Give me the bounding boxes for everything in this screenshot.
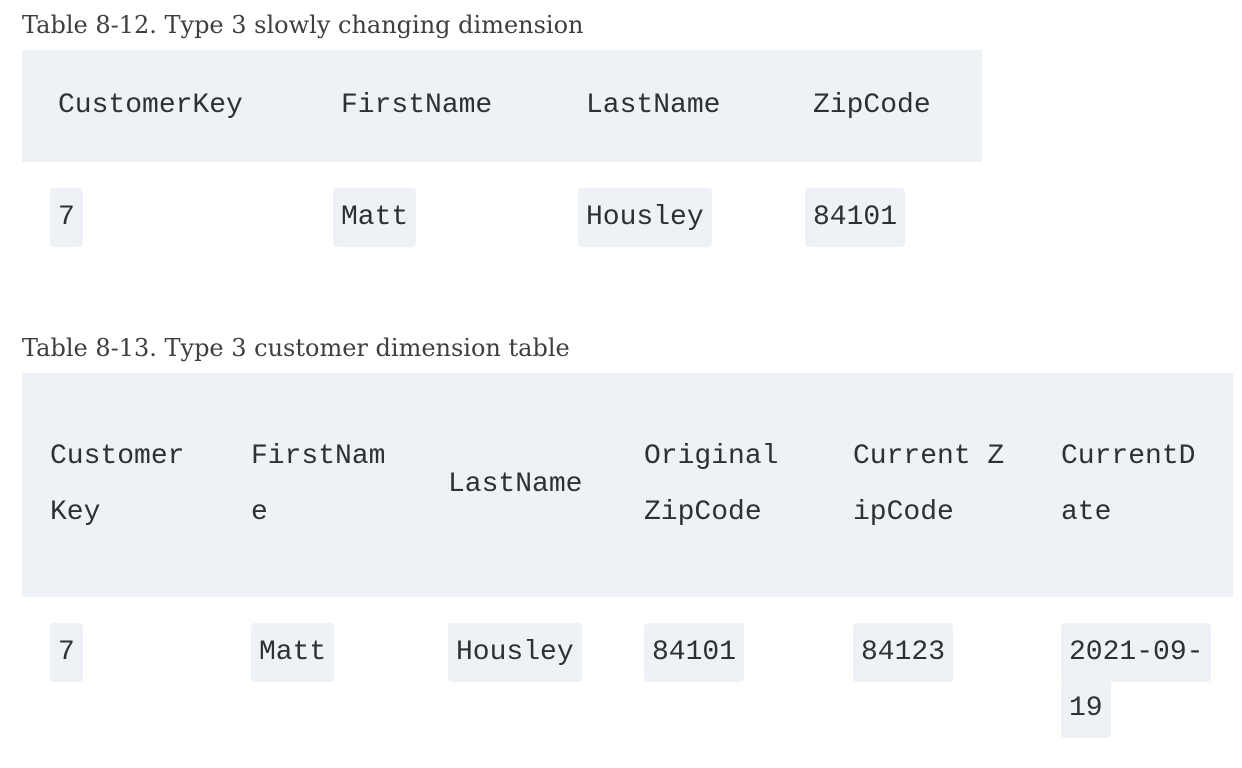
customer-dimension-table: CustomerKey FirstName LastName Original … (22, 373, 1233, 738)
table-cell: Housley (420, 597, 616, 737)
table-header-row: CustomerKey FirstName LastName ZipCode (22, 50, 982, 162)
table-cell: 84123 (825, 597, 1033, 737)
cell-code-value: 84101 (644, 623, 745, 682)
cell-code-value: Matt (251, 623, 335, 682)
column-header-current-date: CurrentDate (1061, 441, 1196, 528)
table-cell: Housley (550, 162, 777, 274)
table-cell: 84101 (777, 162, 982, 274)
table-cell: 7 (22, 162, 305, 274)
table-cell: 2021-09-19 (1033, 597, 1233, 738)
table-header-row: CustomerKey FirstName LastName Original … (22, 373, 1233, 597)
cell-code-value: 84101 (805, 188, 906, 247)
column-header-firstname: FirstName (341, 90, 493, 121)
table-caption: Table 8-13. Type 3 customer dimension ta… (22, 334, 570, 362)
column-header-original-zipcode: Original ZipCode (644, 441, 779, 528)
cell-code-value: Housley (448, 623, 582, 682)
cell-code-value: Housley (578, 188, 712, 247)
table-caption: Table 8-12. Type 3 slowly changing dimen… (22, 11, 584, 39)
column-header-current-zipcode: Current ZipCode (853, 441, 1005, 528)
cell-code-value: 2021-09-19 (1061, 623, 1212, 738)
table-cell: Matt (305, 162, 550, 274)
column-header-customerkey: CustomerKey (58, 90, 243, 121)
table-row: 7 Matt Housley 84101 (22, 162, 982, 274)
column-header-zipcode: ZipCode (813, 90, 931, 121)
cell-code-value: 7 (50, 623, 83, 682)
table-cell: 84101 (616, 597, 825, 737)
cell-code-value: Matt (333, 188, 417, 247)
column-header-lastname: LastName (448, 469, 583, 500)
column-header-firstname: FirstName (251, 441, 386, 528)
table-cell: Matt (223, 597, 420, 737)
table-row: 7 Matt Housley 84101 84123 2021-09-19 (22, 597, 1233, 738)
cell-code-value: 7 (50, 188, 83, 247)
column-header-customerkey: CustomerKey (50, 441, 185, 528)
table-cell: 7 (22, 597, 223, 737)
scd-type3-table: CustomerKey FirstName LastName ZipCode 7… (22, 50, 982, 274)
column-header-lastname: LastName (586, 90, 721, 121)
cell-code-value: 84123 (853, 623, 954, 682)
